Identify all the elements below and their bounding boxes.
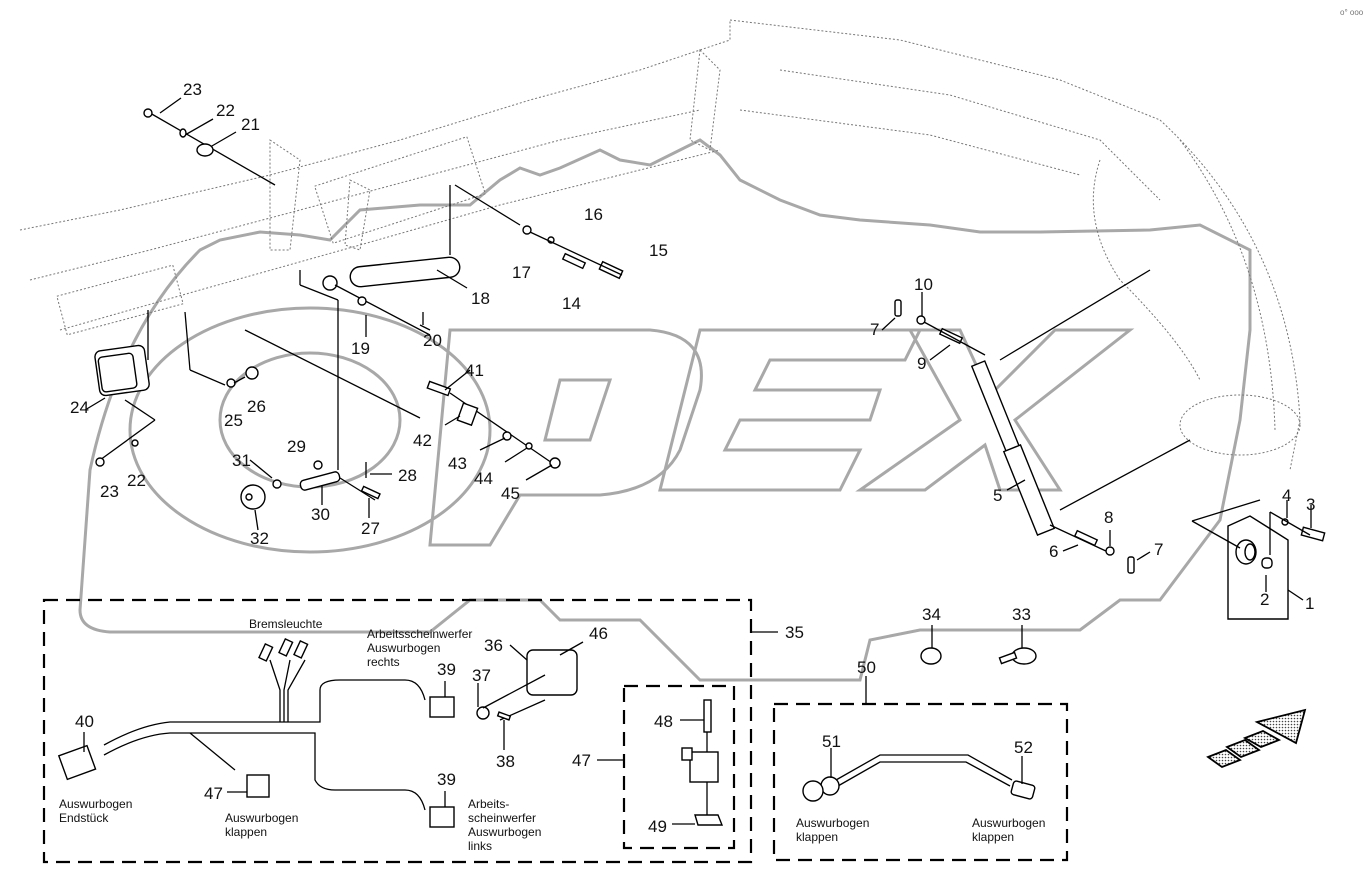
caption-scheinwerfer-rechts: Arbeitsscheinwerfer Auswurbogen rechts xyxy=(367,627,473,669)
part-label-21[interactable]: 21 xyxy=(241,115,260,134)
part-label-4[interactable]: 4 xyxy=(1282,486,1292,505)
caption-scheinwerfer-links: Arbeits- scheinwerfer Auswurbogen links xyxy=(468,797,542,853)
part-label-2[interactable]: 2 xyxy=(1260,590,1270,609)
bolt-23 xyxy=(143,108,153,118)
part-label-15[interactable]: 15 xyxy=(649,241,668,260)
harness-group-35 xyxy=(42,598,778,864)
part-label-52[interactable]: 52 xyxy=(1014,738,1033,757)
corner-mark: o° ooo xyxy=(1340,8,1364,17)
caption-auswurbogen-endstueck: Auswurbogen Endstück xyxy=(59,797,133,825)
part-label-41[interactable]: 41 xyxy=(465,361,484,380)
part-label-19[interactable]: 19 xyxy=(351,339,370,358)
caption-auswurbogen-klappen-52: Auswurbogen klappen xyxy=(972,816,1046,844)
part-label-51[interactable]: 51 xyxy=(822,732,841,751)
part-label-23-top[interactable]: 23 xyxy=(183,80,202,99)
part-label-27[interactable]: 27 xyxy=(361,519,380,538)
part-label-26[interactable]: 26 xyxy=(247,397,266,416)
part-label-50[interactable]: 50 xyxy=(857,658,876,677)
part-label-17[interactable]: 17 xyxy=(512,263,531,282)
part-label-14[interactable]: 14 xyxy=(562,294,581,313)
part-label-30[interactable]: 30 xyxy=(311,505,330,524)
part-label-23-bottom[interactable]: 23 xyxy=(100,482,119,501)
part-label-46[interactable]: 46 xyxy=(589,624,608,643)
part-label-5[interactable]: 5 xyxy=(993,486,1003,505)
part-label-47-harness[interactable]: 47 xyxy=(204,784,223,803)
fasteners-top-left xyxy=(143,97,276,186)
part-label-42[interactable]: 42 xyxy=(413,431,432,450)
machine-frame xyxy=(19,19,1301,471)
cable-group-50 xyxy=(772,676,1069,862)
part-label-49[interactable]: 49 xyxy=(648,817,667,836)
part-label-38[interactable]: 38 xyxy=(496,752,515,771)
gas-spring-5 xyxy=(881,269,1191,574)
part-label-28[interactable]: 28 xyxy=(398,466,417,485)
part-label-35[interactable]: 35 xyxy=(785,623,804,642)
part-label-39-bottom[interactable]: 39 xyxy=(437,770,456,789)
part-label-43[interactable]: 43 xyxy=(448,454,467,473)
part-label-40[interactable]: 40 xyxy=(75,712,94,731)
part-label-33[interactable]: 33 xyxy=(1012,605,1031,624)
bracket-assembly-41-45 xyxy=(426,369,561,481)
part-label-1[interactable]: 1 xyxy=(1305,594,1315,613)
part-label-31[interactable]: 31 xyxy=(232,451,251,470)
part-label-39-top[interactable]: 39 xyxy=(437,660,456,679)
part-label-44[interactable]: 44 xyxy=(474,469,493,488)
caption-auswurbogen-klappen-51: Auswurbogen klappen xyxy=(796,816,870,844)
part-label-6[interactable]: 6 xyxy=(1049,542,1059,561)
part-label-29[interactable]: 29 xyxy=(287,437,306,456)
lamp-24-assembly xyxy=(84,270,421,470)
part-label-10[interactable]: 10 xyxy=(914,275,933,294)
cylinder-18-assembly xyxy=(322,184,624,337)
travel-direction-arrow xyxy=(1206,708,1307,769)
part-label-8[interactable]: 8 xyxy=(1104,508,1114,527)
valve-group-47 xyxy=(597,684,736,850)
part-label-25[interactable]: 25 xyxy=(224,411,243,430)
part-label-16[interactable]: 16 xyxy=(584,205,603,224)
part-label-34[interactable]: 34 xyxy=(922,605,941,624)
bracket-plate-1 xyxy=(1191,499,1326,620)
part-label-3[interactable]: 3 xyxy=(1306,495,1316,514)
bolt-assembly-27-32 xyxy=(240,459,392,531)
caption-auswurbogen-klappen-harness: Auswurbogen klappen xyxy=(225,811,299,839)
part-label-37[interactable]: 37 xyxy=(472,666,491,685)
part-label-48[interactable]: 48 xyxy=(654,712,673,731)
part-label-36[interactable]: 36 xyxy=(484,636,503,655)
part-label-45[interactable]: 45 xyxy=(501,484,520,503)
part-label-22-top[interactable]: 22 xyxy=(216,101,235,120)
part-label-9[interactable]: 9 xyxy=(917,354,927,373)
part-label-22-bottom[interactable]: 22 xyxy=(127,471,146,490)
part-label-7-bottom[interactable]: 7 xyxy=(1154,540,1164,559)
part-label-24[interactable]: 24 xyxy=(70,398,89,417)
part-label-20[interactable]: 20 xyxy=(423,331,442,350)
part-label-32[interactable]: 32 xyxy=(250,529,269,548)
caption-bremsleuchte: Bremsleuchte xyxy=(249,617,323,631)
part-label-18[interactable]: 18 xyxy=(471,289,490,308)
part-label-47-group[interactable]: 47 xyxy=(572,751,591,770)
part-label-7-top[interactable]: 7 xyxy=(870,320,880,339)
clamps-33-34 xyxy=(920,625,1037,665)
